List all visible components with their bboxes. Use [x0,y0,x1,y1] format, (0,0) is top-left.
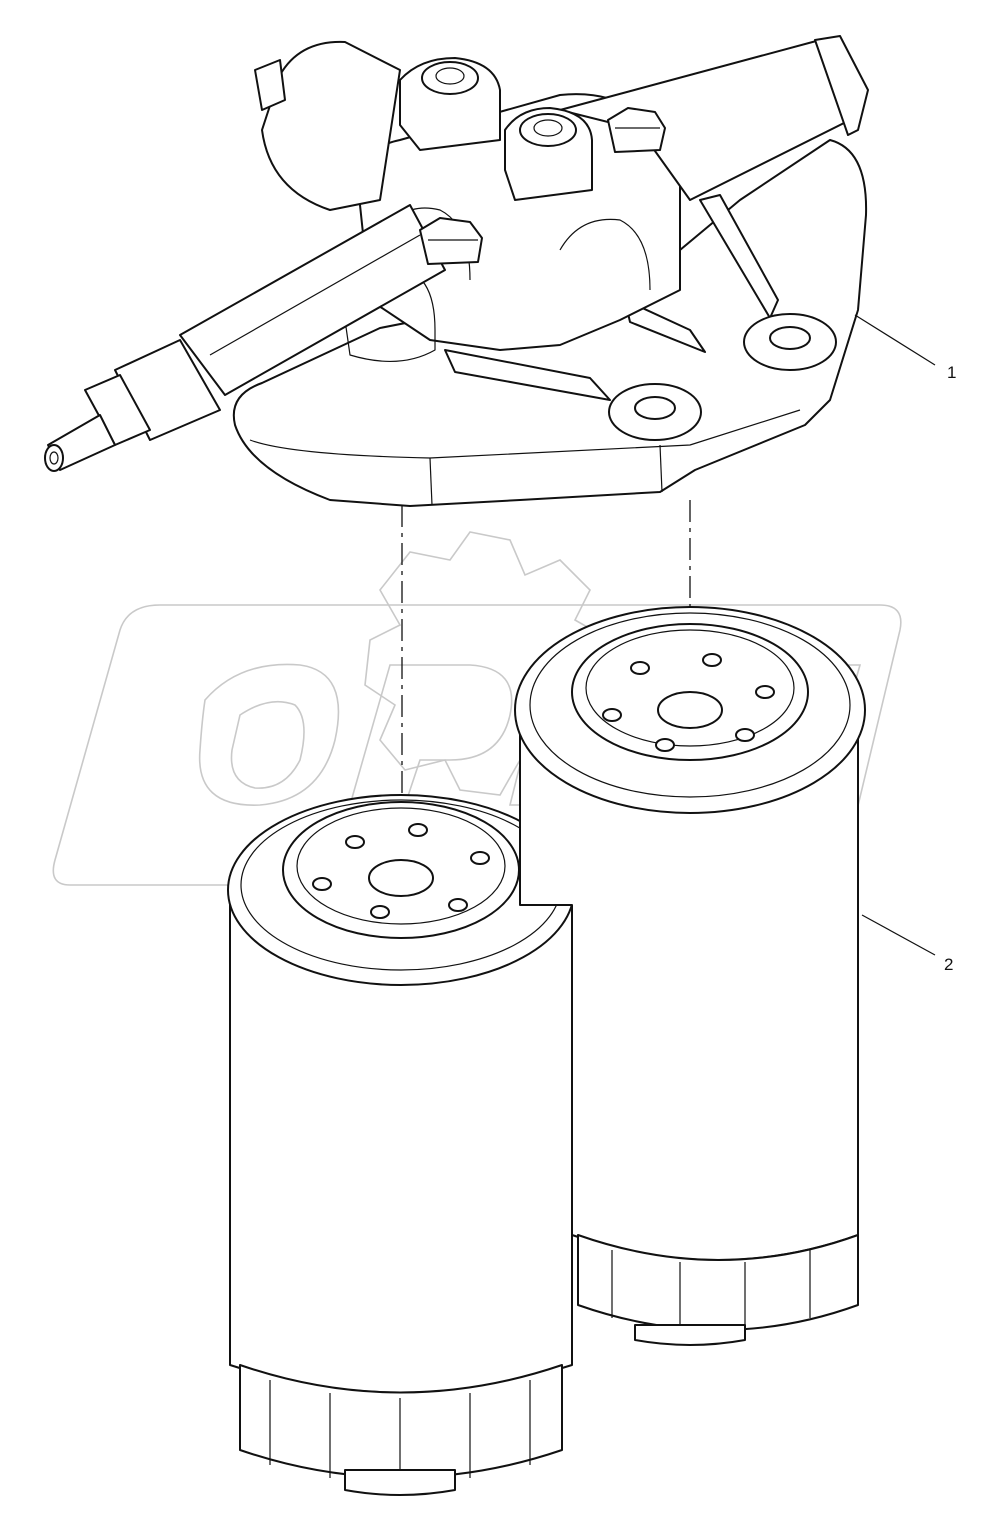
filter-head-assembly [44,35,869,507]
filter-cartridge-rear [514,606,866,1346]
top-port-pad [399,57,501,151]
callout-label-1: 1 [947,363,956,382]
inlet-fitting [44,339,221,472]
filter-cartridge-front [227,794,575,1496]
callout-1: 1 [854,314,956,382]
bleed-screw-front [419,217,483,265]
mounting-lug-left [608,383,702,441]
callout-2: 2 [861,914,953,974]
center-port-pad [504,107,593,201]
callout-label-2: 2 [944,955,953,974]
bleed-screw-top [607,107,666,153]
mounting-lug-right [743,313,837,371]
